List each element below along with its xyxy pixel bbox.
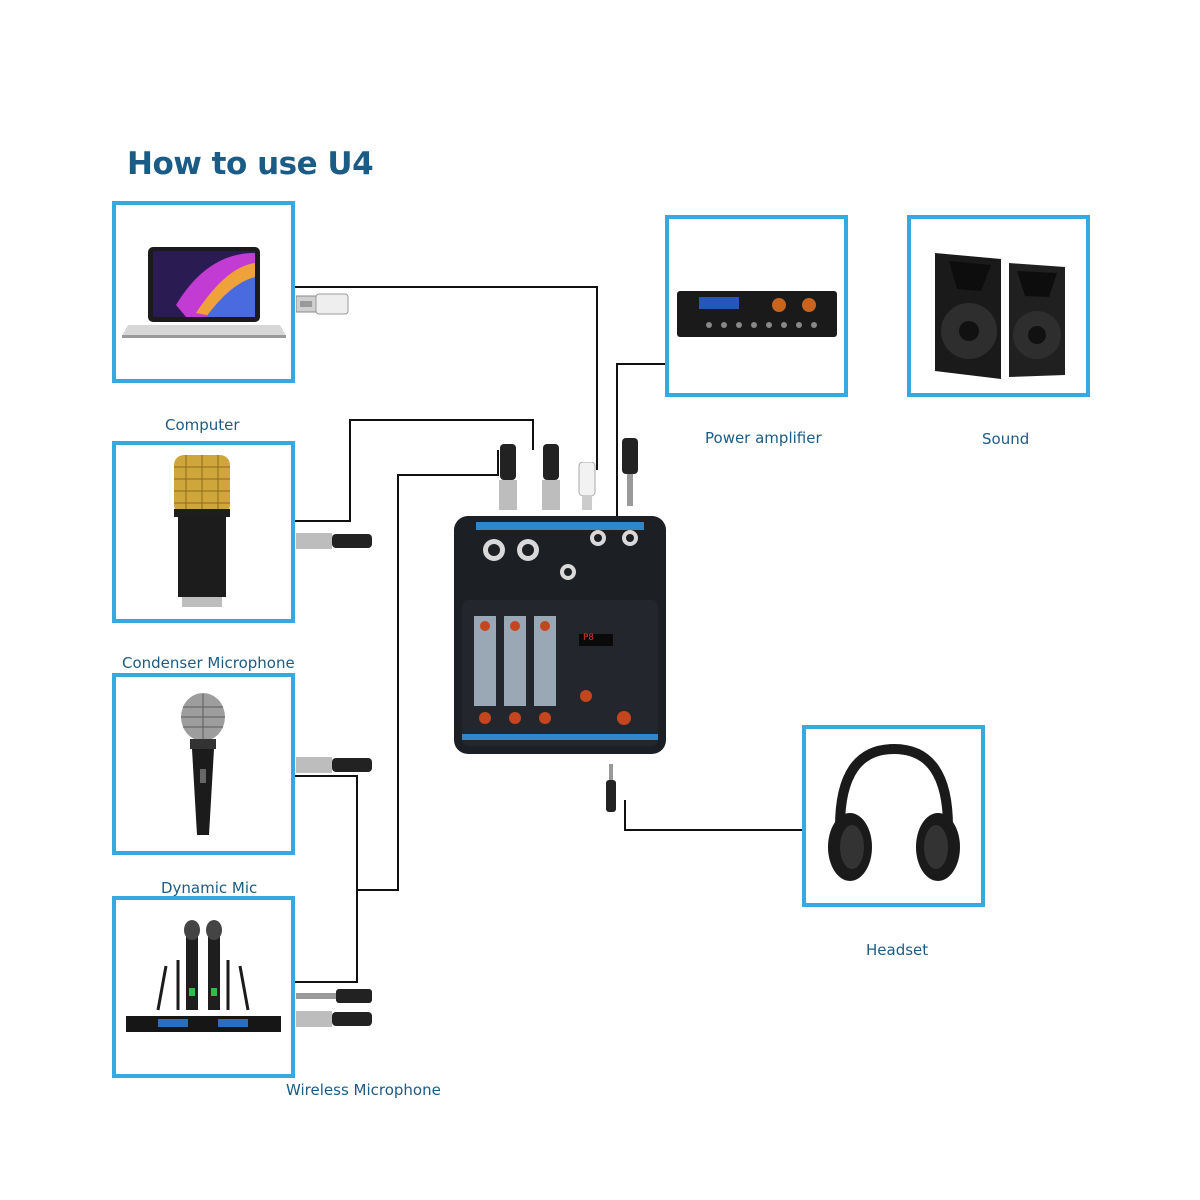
- wireless-mic-wire: [357, 450, 499, 891]
- mini-jack-plug-icon: [606, 764, 616, 812]
- headset-wire: [624, 800, 803, 831]
- mixer-display: P8: [583, 633, 594, 643]
- label-computer: Computer: [165, 416, 240, 434]
- computer-frame: [112, 201, 295, 383]
- label-power-amplifier: Power amplifier: [705, 429, 822, 447]
- label-sound: Sound: [982, 430, 1030, 448]
- headset-frame: [802, 725, 985, 907]
- condenser-mic-wire: [294, 419, 534, 522]
- xlr-connector-icon: [296, 757, 372, 773]
- jack-connector-icon: [296, 989, 372, 1003]
- wireless-mic-frame: [112, 896, 295, 1078]
- power-amplifier-icon: [677, 291, 837, 337]
- dynamic-mic-wire: [294, 775, 358, 983]
- mixer-body: [454, 516, 666, 754]
- label-wireless-microphone: Wireless Microphone: [286, 1081, 441, 1099]
- dynamic-mic-frame: [112, 673, 295, 855]
- usb-c-plug-icon: [578, 462, 596, 510]
- xlr-connector-icon: [296, 1011, 372, 1027]
- amp-wire: [616, 363, 665, 520]
- xlr-plug-icon: [499, 444, 517, 510]
- condenser-mic-frame: [112, 441, 295, 623]
- label-headset: Headset: [866, 941, 929, 959]
- condenser-mic-icon: [174, 455, 230, 607]
- speaker-icon: [935, 253, 1065, 379]
- xlr-connector-icon: [296, 533, 372, 549]
- xlr-plug-icon: [542, 444, 560, 510]
- page-title: How to use U4: [127, 146, 374, 182]
- u4-mixer: P8: [454, 516, 666, 754]
- usb-wire: [294, 286, 598, 470]
- wireless-receiver-icon: [126, 920, 281, 1032]
- label-dynamic-mic: Dynamic Mic: [161, 879, 258, 897]
- usb-connector-icon: [296, 293, 349, 315]
- dynamic-mic-icon: [181, 693, 225, 835]
- label-condenser-microphone: Condenser Microphone: [122, 654, 295, 672]
- headphones-icon: [828, 743, 960, 881]
- jack-plug-icon: [622, 438, 638, 506]
- sound-frame: [907, 215, 1090, 397]
- laptop-icon: [122, 247, 286, 338]
- power-amp-frame: [665, 215, 848, 397]
